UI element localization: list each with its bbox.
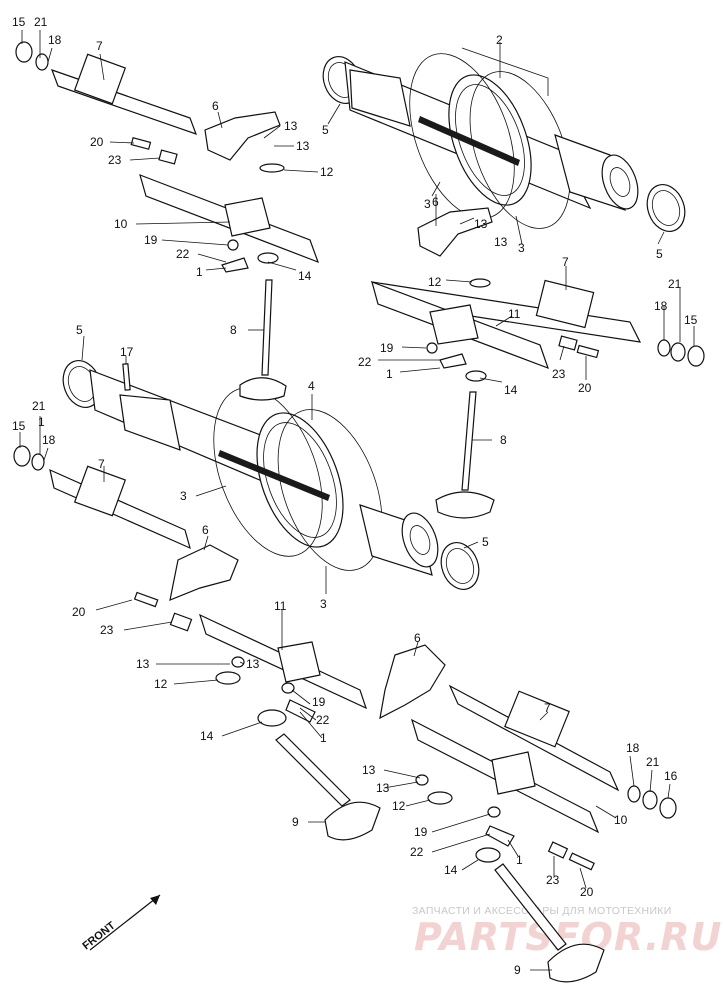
- watermark-tagline: ЗАПЧАСТИ И АКСЕССУАРЫ ДЛЯ МОТОТЕХНИКИ: [412, 905, 672, 917]
- callout-22: 22: [410, 845, 424, 859]
- rocker-shafts: [13, 41, 705, 819]
- callout-9: 9: [514, 963, 521, 977]
- callout-3: 3: [320, 597, 327, 611]
- callout-6: 6: [202, 523, 209, 537]
- callout-11: 11: [274, 599, 287, 613]
- callout-13: 13: [474, 217, 488, 231]
- rocker-arms: [139, 111, 600, 834]
- callout-14: 14: [298, 269, 312, 283]
- leader-lines: [19, 30, 695, 971]
- callout-13: 13: [136, 657, 150, 671]
- callout-17: 17: [120, 345, 134, 359]
- small-parts: [130, 137, 600, 871]
- callout-19: 19: [380, 341, 394, 355]
- callout-20: 20: [90, 135, 104, 149]
- callout-13: 13: [284, 119, 298, 133]
- callout-20: 20: [72, 605, 86, 619]
- callout-13: 13: [376, 781, 390, 795]
- callout-18: 18: [48, 33, 62, 47]
- callout-10: 10: [114, 217, 128, 231]
- callout-23: 23: [108, 153, 122, 167]
- callout-6: 6: [432, 195, 439, 209]
- callout-14: 14: [200, 729, 214, 743]
- callout-5: 5: [76, 323, 83, 337]
- front-label: FRONT: [80, 919, 117, 952]
- callout-13: 13: [246, 657, 260, 671]
- callout-9: 9: [292, 815, 299, 829]
- callout-7: 7: [96, 39, 103, 53]
- callout-1: 1: [196, 265, 203, 279]
- callout-19: 19: [414, 825, 428, 839]
- callout-4: 4: [308, 379, 315, 393]
- callout-5: 5: [656, 247, 663, 261]
- callout-2: 2: [496, 33, 503, 47]
- callout-12: 12: [428, 275, 442, 289]
- callout-8: 8: [230, 323, 237, 337]
- callout-23: 23: [100, 623, 114, 637]
- callout-15: 15: [12, 15, 26, 29]
- callout-7: 7: [98, 457, 105, 471]
- callout-12: 12: [320, 165, 334, 179]
- callout-22: 22: [316, 713, 330, 727]
- callout-6: 6: [414, 631, 421, 645]
- callout-3: 3: [424, 197, 431, 211]
- callout-10: 10: [614, 813, 628, 827]
- callout-1: 1: [386, 367, 393, 381]
- callout-12: 12: [392, 799, 406, 813]
- callout-6: 6: [212, 99, 219, 113]
- callout-13: 13: [494, 235, 508, 249]
- callout-12: 12: [154, 677, 168, 691]
- valves: [239, 279, 605, 983]
- callout-14: 14: [444, 863, 458, 877]
- callout-20: 20: [580, 885, 594, 899]
- front-indicator: FRONT: [80, 894, 161, 952]
- callout-23: 23: [552, 367, 566, 381]
- part-callouts: 15 21 18 7 6 20 23 13 13 12 10 19 22 1 1…: [12, 15, 698, 977]
- callout-11: 11: [508, 307, 521, 321]
- callout-5: 5: [322, 123, 329, 137]
- callout-3: 3: [518, 241, 525, 255]
- callout-7: 7: [544, 701, 551, 715]
- callout-18: 18: [654, 299, 668, 313]
- callout-16: 16: [664, 769, 678, 783]
- callout-7: 7: [562, 255, 569, 269]
- callout-22: 22: [176, 247, 190, 261]
- callout-1: 1: [38, 415, 45, 429]
- callout-21: 21: [32, 399, 46, 413]
- callout-21: 21: [646, 755, 660, 769]
- callout-13: 13: [362, 763, 376, 777]
- callout-3: 3: [180, 489, 187, 503]
- callout-18: 18: [626, 741, 640, 755]
- callout-21: 21: [34, 15, 48, 29]
- callout-15: 15: [12, 419, 26, 433]
- callout-20: 20: [578, 381, 592, 395]
- callout-1: 1: [320, 731, 327, 745]
- callout-15: 15: [684, 313, 698, 327]
- callout-8: 8: [500, 433, 507, 447]
- callout-13: 13: [296, 139, 310, 153]
- callout-21: 21: [668, 277, 682, 291]
- callout-19: 19: [144, 233, 158, 247]
- callout-22: 22: [358, 355, 372, 369]
- callout-5: 5: [482, 535, 489, 549]
- callout-19: 19: [312, 695, 326, 709]
- callout-18: 18: [42, 433, 56, 447]
- callout-23: 23: [546, 873, 560, 887]
- upper-camshaft: [322, 47, 686, 232]
- callout-1: 1: [516, 853, 523, 867]
- lower-camshaft: [62, 360, 480, 590]
- callout-14: 14: [504, 383, 518, 397]
